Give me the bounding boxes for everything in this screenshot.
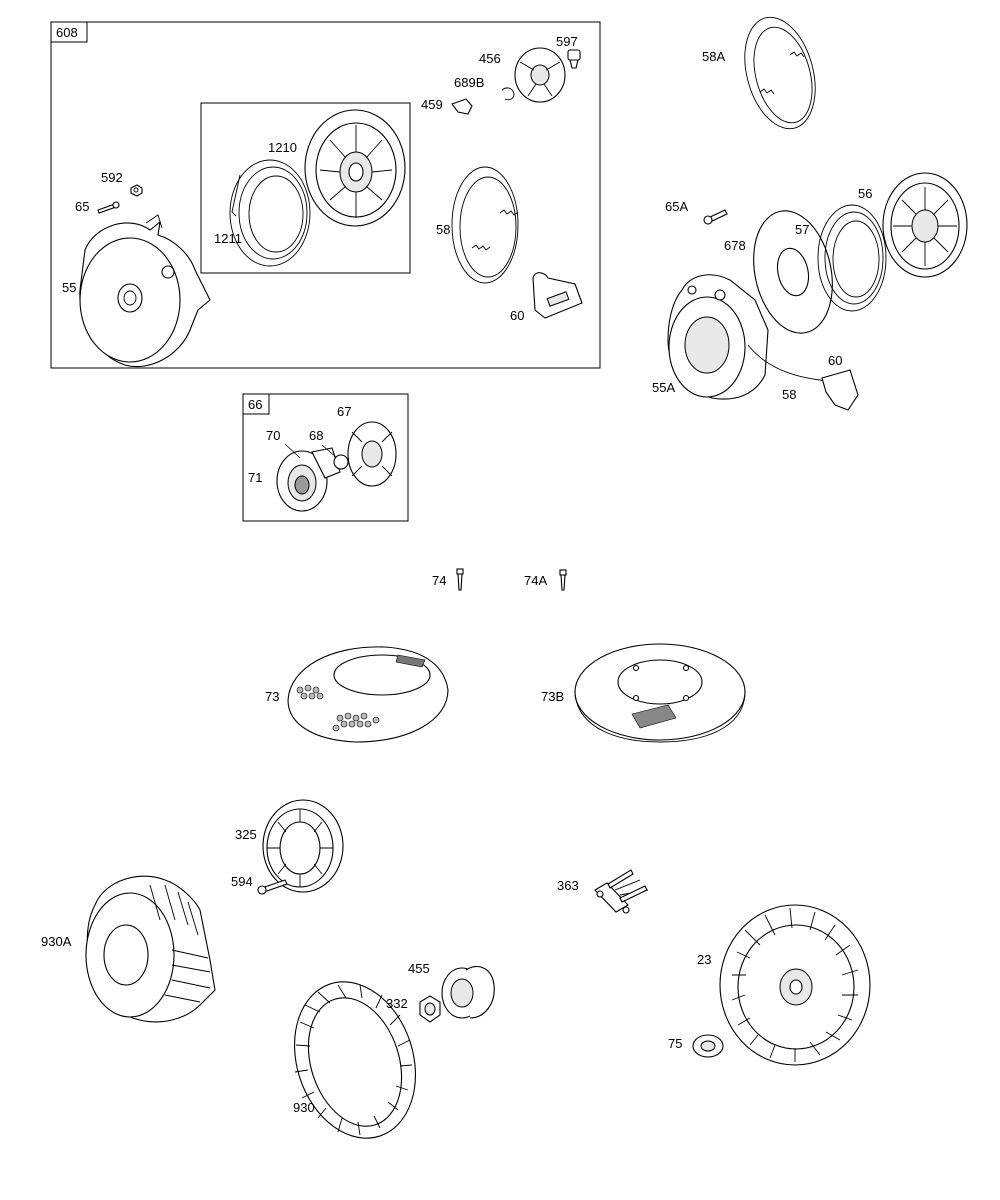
- part-58-starter-rope: [451, 166, 519, 284]
- label-58a: 58A: [702, 49, 725, 64]
- label-930: 930: [293, 1100, 315, 1115]
- part-332-nut: [419, 995, 441, 1023]
- kit-inner-box: [200, 102, 411, 274]
- label-592: 592: [101, 170, 123, 185]
- part-75-washer: [692, 1034, 724, 1058]
- part-65a-screw: [703, 209, 728, 225]
- label-66: 66: [248, 397, 262, 412]
- kit-608-box: 608: [50, 21, 601, 369]
- part-73-rotating-screen: [287, 646, 449, 743]
- part-56-pulley: [882, 172, 968, 278]
- part-930-rotating-screen: [294, 981, 416, 1139]
- label-455: 455: [408, 961, 430, 976]
- label-56: 56: [858, 186, 872, 201]
- part-1211-rewind-spring: [229, 159, 311, 267]
- label-1211: 1211: [214, 231, 242, 246]
- part-597-screw: [567, 49, 581, 69]
- label-55: 55: [62, 280, 76, 295]
- label-325: 325: [235, 827, 257, 842]
- part-363-armature-screws: [594, 869, 649, 914]
- part-459-starter-dog: [451, 98, 473, 115]
- part-68-ball: [333, 454, 349, 470]
- part-23-flywheel: [719, 904, 871, 1066]
- label-68: 68: [309, 428, 323, 443]
- part-594-screw: [257, 879, 288, 895]
- part-74-screw: [456, 568, 464, 591]
- part-689b-retainer: [501, 87, 515, 101]
- label-60: 60: [510, 308, 524, 323]
- label-57: 57: [795, 222, 809, 237]
- part-455-clutch-adapter: [441, 966, 495, 1019]
- part-60-starter-handle: [532, 272, 583, 319]
- kit-66-box: 66: [242, 393, 409, 522]
- label-75: 75: [668, 1036, 682, 1051]
- part-74a-screw: [559, 569, 567, 591]
- part-57-spring: [817, 204, 887, 312]
- label-73b: 73B: [541, 689, 564, 704]
- part-71-ratchet: [276, 447, 341, 512]
- label-74a: 74A: [524, 573, 547, 588]
- label-597: 597: [556, 34, 578, 49]
- part-55a-starter-housing: [667, 274, 841, 400]
- label-456: 456: [479, 51, 501, 66]
- label-608: 608: [56, 25, 78, 40]
- label-73: 73: [265, 689, 279, 704]
- part-73b-rotating-screen: [574, 643, 746, 743]
- leader-lines: [284, 443, 337, 459]
- label-1210: 1210: [268, 140, 297, 155]
- label-459: 459: [421, 97, 443, 112]
- part-325-pulley: [262, 799, 344, 893]
- part-65-screw: [97, 201, 120, 214]
- label-55a: 55A: [652, 380, 675, 395]
- part-456-pawl-retainer: [514, 47, 566, 103]
- label-65a: 65A: [665, 199, 688, 214]
- part-678-washer: [753, 210, 833, 334]
- label-71: 71: [248, 470, 262, 485]
- label-332: 332: [386, 996, 408, 1011]
- label-60-b: 60: [828, 353, 842, 368]
- label-678: 678: [724, 238, 746, 253]
- label-74: 74: [432, 573, 446, 588]
- label-23: 23: [697, 952, 711, 967]
- label-58: 58: [436, 222, 450, 237]
- part-930a-blower-housing: [85, 875, 216, 1023]
- part-592-nut: [130, 184, 143, 197]
- label-67: 67: [337, 404, 351, 419]
- part-58a-rope: [744, 16, 816, 130]
- part-55-starter-housing: [79, 214, 211, 367]
- label-363: 363: [557, 878, 579, 893]
- label-594: 594: [231, 874, 253, 889]
- label-70: 70: [266, 428, 280, 443]
- label-689b: 689B: [454, 75, 484, 90]
- label-65: 65: [75, 199, 89, 214]
- part-1210-pulley: [304, 109, 406, 227]
- label-930a: 930A: [41, 934, 72, 949]
- part-67-ratchet-cover: [347, 421, 397, 487]
- label-58-b: 58: [782, 387, 796, 402]
- part-60-handle-b: [821, 369, 859, 411]
